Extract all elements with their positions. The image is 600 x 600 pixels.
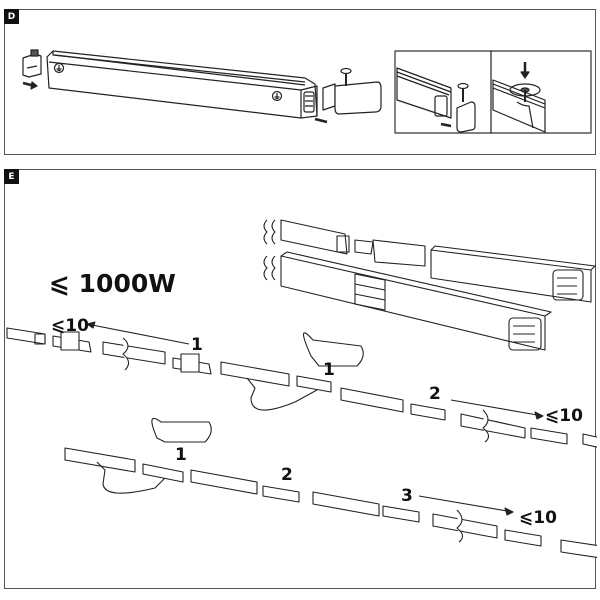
inset-screw-fix xyxy=(492,62,546,133)
panel-e-illustration: ⩽ 1000W xyxy=(6,219,597,558)
panel-e: E ⩽ 1000W xyxy=(4,169,597,589)
arrow-run-3 xyxy=(418,495,514,513)
panel-d-illustration xyxy=(22,49,592,134)
connector xyxy=(142,463,184,483)
connector xyxy=(504,529,542,547)
inset-box xyxy=(394,50,592,134)
step-label-3: 3 xyxy=(401,486,413,506)
connector xyxy=(530,427,568,445)
driver-box xyxy=(151,417,212,443)
limit-label-run-2: ⩽10 xyxy=(545,406,583,426)
power-limit-label: ⩽ 1000W xyxy=(49,269,176,298)
step-label-2: 2 xyxy=(429,384,441,404)
connector xyxy=(296,375,332,393)
panel-d-tag: D xyxy=(4,9,19,24)
end-clip-left xyxy=(22,49,42,78)
end-cap xyxy=(322,67,382,115)
step-label-2b: 2 xyxy=(281,465,293,485)
limit-label-run-1: ⩽10 xyxy=(51,316,89,336)
ground-symbol xyxy=(53,62,65,74)
run-2-segments xyxy=(64,417,597,558)
limit-label-run-3: ⩽10 xyxy=(519,508,557,528)
panel-d: D xyxy=(4,9,596,155)
step-label-1: 1 xyxy=(191,335,203,355)
rail-detail-top xyxy=(263,219,596,303)
arrow-run-2 xyxy=(450,399,544,417)
rail-detail-bottom xyxy=(263,251,552,351)
t-feed-track xyxy=(64,447,136,473)
ground-symbol xyxy=(271,90,283,102)
arrow-run-1 xyxy=(86,323,190,345)
panel-e-tag: E xyxy=(4,169,19,184)
rail-profile xyxy=(508,317,542,351)
feed-label-2: 1 xyxy=(175,445,187,465)
track-rail xyxy=(46,50,318,119)
push-arrow-right xyxy=(314,117,328,124)
connector xyxy=(410,403,446,421)
feed-label-1: 1 xyxy=(323,360,335,380)
t-feed-track xyxy=(220,361,290,387)
connector xyxy=(262,485,300,503)
connector xyxy=(382,505,420,523)
inset-rail-assembly xyxy=(396,67,476,133)
driver-box xyxy=(302,332,364,367)
rail-profile xyxy=(552,269,584,301)
run-1-segments xyxy=(6,327,597,448)
